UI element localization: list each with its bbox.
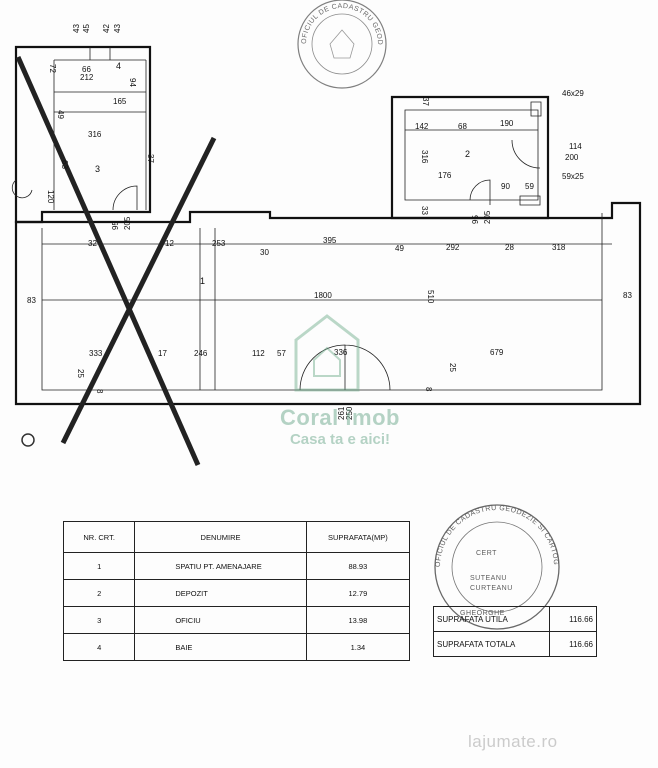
table-row: 3 OFICIU 13.98: [62, 606, 411, 634]
dim-label: 72: [48, 64, 57, 73]
dim-label: 32: [88, 239, 97, 248]
svg-text:CURTEANU: CURTEANU: [470, 585, 513, 592]
svg-text:CERT: CERT: [476, 550, 497, 557]
total-area-value: 116.66: [549, 631, 597, 657]
dim-label: 83: [27, 296, 36, 305]
room-number-3: 3: [95, 164, 100, 174]
dim-label: 49: [56, 110, 65, 119]
cross-mark-line-2: [60, 136, 217, 445]
dim-top-2: 45: [82, 24, 91, 33]
header-suprafata: SUPRAFATA(MP): [305, 521, 411, 553]
useful-area-value: 116.66: [549, 606, 597, 632]
dim-label: 57: [277, 349, 286, 358]
dim-top-1: 43: [72, 24, 81, 33]
stamp-top: OFICIUL DE CADASTRU GEODEZIE SI CARTOGRA…: [0, 0, 387, 89]
dim-label: 142: [415, 122, 429, 131]
dim-label: 17: [158, 349, 167, 358]
svg-text:SUTEANU: SUTEANU: [470, 575, 507, 582]
inner-line-main: [41, 213, 603, 391]
dim-label: 46x29: [562, 89, 584, 98]
dim-label: 205: [123, 216, 132, 230]
dim-label: 679: [490, 348, 504, 357]
dim-label: 94: [128, 78, 137, 87]
header-denumire: DENUMIRE: [134, 521, 307, 553]
useful-area-row: SUPRAFATA UTILA 116.66: [433, 606, 597, 632]
room-number-1: 1: [200, 276, 205, 286]
dim-label: 261: [337, 406, 346, 420]
useful-area-label: SUPRAFATA UTILA: [433, 606, 550, 632]
dim-label: 37: [146, 154, 155, 163]
watermark: Coral imob Casa ta e aici!: [240, 405, 440, 448]
dim-top-3: 42: [102, 24, 111, 33]
dim-label: 12: [165, 239, 174, 248]
dim-label: 292: [446, 243, 460, 252]
dim-top-4: 43: [113, 24, 122, 33]
site-watermark: lajumate.ro: [468, 732, 558, 751]
dim-label: 120: [46, 190, 55, 204]
dim-label: 90: [501, 182, 510, 191]
dim-label: 190: [500, 119, 514, 128]
dim-label: 83: [623, 291, 632, 300]
dim-label: 510: [426, 290, 435, 304]
cross-mark-line-1: [15, 55, 201, 467]
dim-label: 25: [76, 369, 85, 378]
dim-label: 49: [395, 244, 404, 253]
dim-label: 336: [334, 348, 348, 357]
table-row: 4 BAIE 1.34: [62, 633, 411, 661]
dim-label: 176: [438, 171, 452, 180]
svg-text:OFICIUL DE CADASTRU GEODEZIE S: OFICIUL DE CADASTRU GEODEZIE SI CARTOGRA…: [0, 0, 559, 567]
dim-label: 250: [345, 406, 354, 420]
table-row: 1 SPATIU PT. AMENAJARE 88.93: [62, 552, 411, 580]
dim-label: 165: [113, 97, 127, 106]
area-table: NR. CRT. DENUMIRE SUPRAFATA(MP) 1 SPATIU…: [62, 521, 411, 661]
totals-table: SUPRAFATA UTILA 116.66 SUPRAFATA TOTALA …: [433, 606, 597, 657]
dim-label: 246: [194, 349, 208, 358]
dim-label: 8: [95, 389, 104, 394]
dim-label: 63: [60, 160, 69, 169]
total-area-row: SUPRAFATA TOTALA 116.66: [433, 631, 597, 657]
dim-label: 30: [260, 248, 269, 257]
dim-label: 395: [323, 236, 337, 245]
svg-text:OFICIUL DE CADASTRU GEODEZIE S: OFICIUL DE CADASTRU GEODEZIE SI CARTOGRA…: [0, 0, 383, 45]
dim-label: 8: [424, 387, 433, 392]
dim-label: 333: [89, 349, 103, 358]
marker-icon: [21, 433, 35, 447]
dim-label: 33: [420, 206, 429, 215]
dim-label: 59x25: [562, 172, 584, 181]
watermark-logo: [294, 314, 360, 392]
dim-label: 112: [252, 349, 265, 358]
outer-wall-office: [14, 45, 152, 224]
dim-label: 95: [111, 221, 120, 230]
dim-label: 316: [88, 130, 102, 139]
dim-label: 114: [569, 142, 582, 151]
watermark-slogan: Casa ta e aici!: [289, 431, 391, 448]
dim-label: 318: [552, 243, 566, 252]
dim-label: 95: [471, 215, 480, 224]
dim-label: 68: [458, 122, 467, 131]
total-area-label: SUPRAFATA TOTALA: [433, 631, 550, 657]
watermark-brand: Coral imob: [280, 405, 400, 430]
dim-label: 205: [483, 210, 492, 224]
dim-label: 66: [82, 65, 91, 74]
header-nr: NR. CRT.: [62, 521, 136, 553]
dim-label: 25: [448, 363, 457, 372]
dim-label: 200: [565, 153, 579, 162]
dim-label: 253: [212, 239, 226, 248]
outer-wall-main: [14, 201, 642, 406]
dim-label: 212: [80, 73, 94, 82]
dim-label: 37: [421, 97, 430, 106]
room-number-2: 2: [465, 149, 470, 159]
dim-label: 316: [420, 150, 429, 164]
outer-wall-depozit: [390, 95, 550, 220]
dim-label: 59: [525, 182, 534, 191]
dim-label: 28: [505, 243, 514, 252]
room-number-4: 4: [116, 61, 121, 71]
dim-label: 1800: [314, 291, 332, 300]
table-row: 2 DEPOZIT 12.79: [62, 579, 411, 607]
